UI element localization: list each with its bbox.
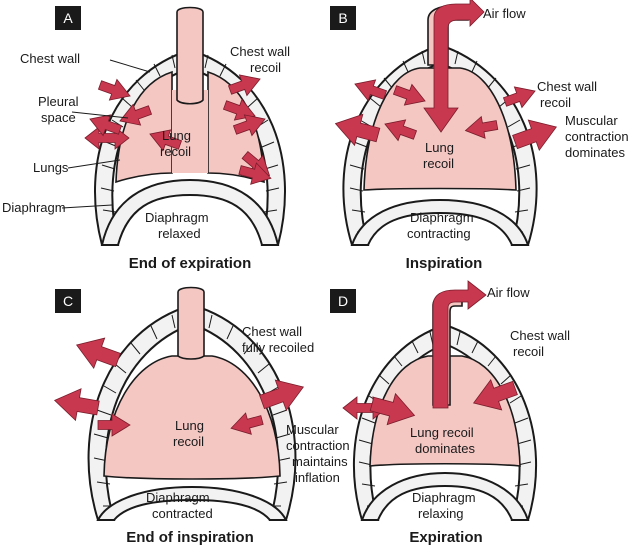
label-muscular-c-4: inflation	[295, 470, 340, 485]
panel-d: D Air flow Chest wall recoil Lung recoil…	[330, 280, 570, 546]
lung-left	[115, 70, 173, 184]
label-muscular-b-3: dominates	[565, 145, 625, 160]
label-lung-recoil-b-1: Lung	[425, 140, 454, 155]
label-chest-wall-recoil-b-2: recoil	[540, 95, 571, 110]
label-muscular-b-2: contraction	[565, 129, 629, 144]
label-diaphragm-a-2: relaxed	[158, 226, 201, 241]
label-diaphragm-a-1: Diaphragm	[145, 210, 209, 225]
badge-c	[55, 289, 81, 313]
lung-c	[103, 355, 281, 480]
label-lung-recoil-c-1: Lung	[175, 418, 204, 433]
diaphragm-shape	[100, 178, 280, 246]
lung-middle	[172, 90, 208, 173]
label-diaphragm-b-1: Diaphragm	[410, 210, 474, 225]
label-pleural-2: space	[41, 110, 76, 125]
diaphragm-shape-c	[96, 485, 288, 521]
panel-b: B Air flow Chest wall recoil Muscular co…	[330, 0, 629, 272]
diaphragm-shape-b	[350, 198, 530, 246]
caption-a: End of expiration	[129, 255, 252, 272]
badge-d	[330, 289, 356, 313]
caption-b: Inspiration	[406, 255, 483, 272]
label-diaphragm-c-1: Diaphragm	[146, 490, 210, 505]
label-lung-recoil-a-2: recoil	[160, 144, 191, 159]
label-chest-wall: Chest wall	[20, 51, 80, 66]
label-muscular-c-3: maintains	[292, 454, 348, 469]
badge-a	[55, 6, 81, 30]
leader-pleural	[71, 111, 129, 119]
badge-b-label: B	[338, 10, 347, 26]
badge-b	[330, 6, 356, 30]
leader-chest-wall	[109, 59, 151, 73]
label-lung-recoil-c-2: recoil	[173, 434, 204, 449]
badge-a-label: A	[63, 10, 73, 26]
label-chest-wall-recoil-b-1: Chest wall	[537, 79, 597, 94]
label-pleural-1: Pleural	[38, 94, 79, 109]
label-lung-recoil-d-1: Lung recoil	[410, 425, 474, 440]
label-diaphragm-d-1: Diaphragm	[412, 490, 476, 505]
label-air-flow-d: Air flow	[487, 285, 530, 300]
label-diaphragm-c-2: contracted	[152, 506, 213, 521]
trachea	[176, 6, 204, 105]
label-chest-wall-recoil-2: recoil	[250, 60, 281, 75]
badge-d-label: D	[338, 293, 348, 309]
caption-d: Expiration	[409, 529, 482, 546]
label-chest-wall-recoil-d-1: Chest wall	[510, 328, 570, 343]
diaphragm-shape-d	[360, 471, 530, 521]
leader-lungs	[67, 159, 121, 169]
leader-diaphragm	[61, 204, 113, 209]
badge-c-label: C	[63, 293, 73, 309]
label-diaphragm-d-2: relaxing	[418, 506, 464, 521]
label-lung-recoil-b-2: recoil	[423, 156, 454, 171]
airflow-arrow-b	[423, 0, 485, 133]
rib-lines-c	[93, 314, 291, 507]
label-chest-wall-c-1: Chest wall	[242, 324, 302, 339]
label-muscular-c-1: Muscular	[286, 422, 339, 437]
panel-a: A Chest wall Chest wall recoil Pleural	[2, 6, 290, 272]
label-chest-wall-recoil-1: Chest wall	[230, 44, 290, 59]
label-chest-wall-c-2: fully recoiled	[242, 340, 314, 355]
label-muscular-b-1: Muscular	[565, 113, 618, 128]
label-muscular-c-2: contraction	[286, 438, 350, 453]
label-air-flow-b: Air flow	[483, 6, 526, 21]
caption-c: End of inspiration	[126, 529, 254, 546]
label-diaphragm: Diaphragm	[2, 200, 66, 215]
label-lung-recoil-a-1: Lung	[162, 128, 191, 143]
label-lung-recoil-d-2: dominates	[415, 441, 475, 456]
lung-d	[369, 355, 521, 467]
trachea-c	[177, 286, 205, 360]
label-diaphragm-b-2: contracting	[407, 226, 471, 241]
label-lungs: Lungs	[33, 160, 69, 175]
label-chest-wall-recoil-d-2: recoil	[513, 344, 544, 359]
airflow-arrow-d	[432, 280, 487, 409]
panel-c: C Chest wall fully recoiled Muscular con…	[51, 286, 350, 546]
